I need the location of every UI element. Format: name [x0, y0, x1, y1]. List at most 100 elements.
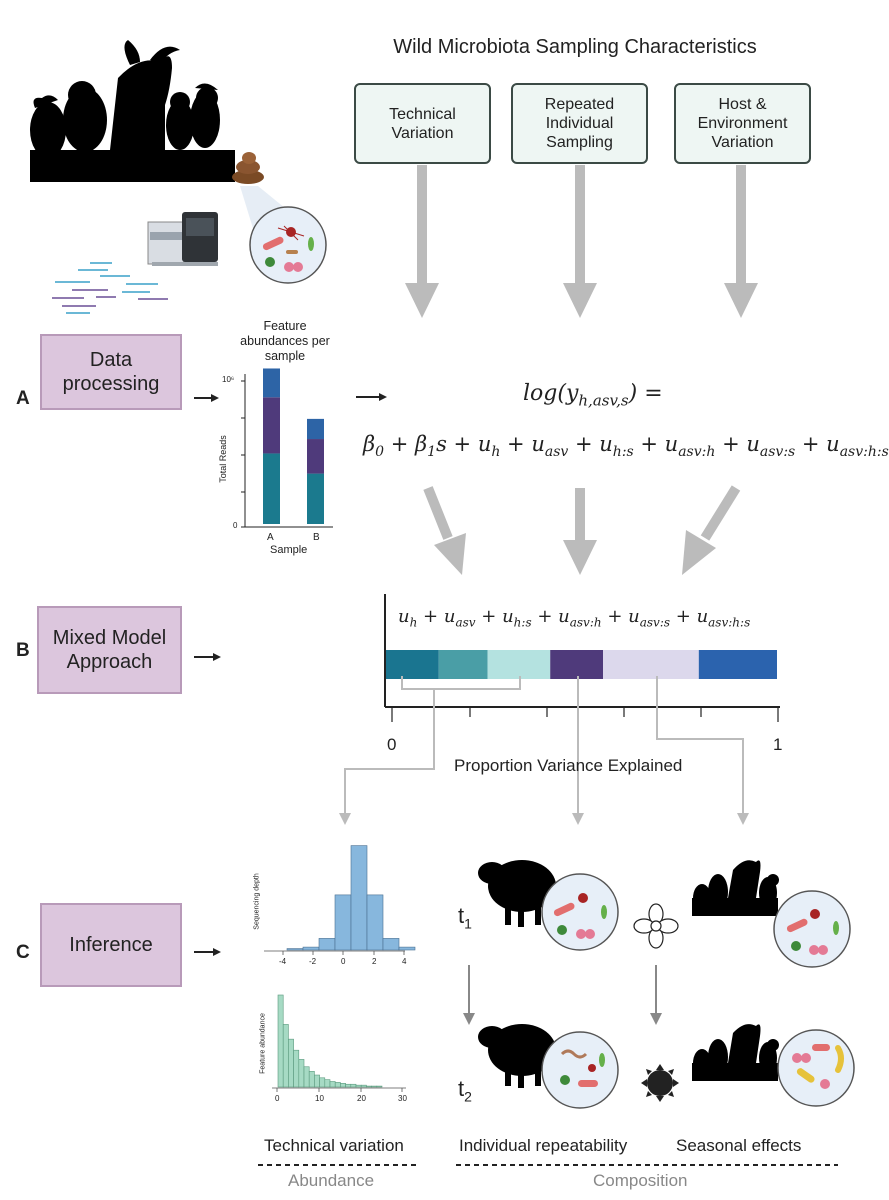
top-hist-bar-3 [334, 894, 352, 951]
equation-term-3: + uasv:h [531, 606, 602, 630]
bar-chart-xlabel: Sample [270, 544, 308, 556]
sheep-t2-icon [478, 1024, 556, 1088]
bottom-hist-bar-2 [288, 1038, 294, 1088]
bottom-hist-bar-5 [303, 1066, 310, 1088]
bar-chart-axes [241, 374, 333, 528]
goat-herd-icon [30, 40, 235, 182]
variance-axis-label: Proportion Variance Explained [454, 756, 683, 775]
equation-term-6: + uasv:s [715, 432, 796, 461]
bar-chart-title: Feature abundances per sample [240, 319, 330, 363]
bottom-hist-bar-3 [293, 1049, 300, 1088]
bottom-histogram-ylabel: Feature abundance [259, 1013, 267, 1074]
top-hist-bar-6 [382, 938, 400, 951]
top-hist-xtick-2: 0 [341, 957, 346, 966]
variance-connectors [344, 676, 744, 817]
top-hist-bar-1 [302, 946, 320, 951]
characteristic-arrows [405, 165, 758, 318]
variance-axes [384, 594, 780, 708]
variance-axis-start: 0 [387, 735, 397, 754]
top-hist-xtick-1: -2 [309, 957, 317, 966]
equation-term-0: uh [398, 606, 418, 630]
equation-term-2: + uh:s [475, 606, 532, 630]
bottom-hist-bar-13 [345, 1083, 352, 1088]
microbe-circle-summer-icon [773, 890, 851, 968]
bottom-hist-bar-10 [329, 1081, 336, 1088]
equation-term-3: + uasv [500, 432, 569, 461]
figure-title: Wild Microbiota Sampling Characteristics [393, 36, 757, 58]
host-environment-box: Host & Environment Variation [674, 83, 811, 164]
technical-variation-label: Technical variation [264, 1136, 404, 1155]
bottom-hist-bar-8 [319, 1077, 326, 1088]
top-histogram-ylabel: Sequencing depth [253, 873, 261, 930]
equation-term-2: + uh [446, 432, 501, 461]
top-hist-xtick-0: -4 [279, 957, 287, 966]
equation-term-1: + uasv [417, 606, 476, 630]
top-hist-bar-2 [318, 938, 336, 951]
sequence-reads-icon [52, 262, 168, 314]
sheep-t1-icon [478, 860, 556, 927]
variance-segment-1 [438, 650, 488, 679]
bottom-hist-bar-0 [277, 994, 284, 1088]
top-histogram-bars [286, 845, 416, 951]
top-hist-bar-4 [350, 845, 368, 951]
individual-repeatability-label: Individual repeatability [459, 1136, 628, 1155]
bar-a-segment-0 [263, 453, 280, 524]
microbe-circle-t2-icon [541, 1031, 619, 1109]
bar-chart-ylabel: Total Reads [218, 435, 228, 483]
bottom-hist-bar-12 [340, 1083, 346, 1088]
bottom-hist-bar-14 [350, 1083, 357, 1088]
bar-chart-xtick-b: B [313, 532, 320, 543]
sun-icon [641, 1064, 679, 1102]
bar-a-segment-1 [263, 397, 280, 454]
bottom-hist-bar-1 [282, 1024, 289, 1088]
variance-segment-3 [550, 650, 604, 679]
bar-chart-ytick-top: 10⁶ [222, 375, 235, 384]
equation-term-4: + uasv:s [601, 606, 671, 630]
variance-segment-2 [487, 650, 551, 679]
bottom-hist-bar-18 [371, 1085, 378, 1088]
connector-heads [339, 813, 749, 825]
microbe-circle-icon [249, 206, 327, 284]
repeated-sampling-box: Repeated Individual Sampling [511, 83, 648, 164]
top-hist-bar-0 [286, 948, 304, 951]
microbe-circle-t1-icon [541, 873, 619, 951]
variance-segment-4 [603, 650, 699, 679]
top-hist-xtick-3: 2 [372, 957, 377, 966]
equation-rhs: β0 + β1s + uh + uasv + uh:s + uasv:h + u… [363, 432, 889, 460]
step-letter-a: A [16, 388, 30, 409]
top-histogram-axis [264, 950, 405, 955]
composition-label: Composition [593, 1171, 688, 1190]
bottom-hist-bar-7 [314, 1074, 320, 1088]
bottom-hist-bar-15 [355, 1084, 362, 1088]
bottom-hist-xtick-2: 20 [357, 1094, 366, 1103]
time-arrow-individual-head [463, 1013, 475, 1025]
variance-segment-5 [698, 650, 777, 679]
time-label-t1: t1 [458, 903, 472, 932]
top-hist-xtick-4: 4 [402, 957, 407, 966]
herd-winter-icon [692, 1024, 779, 1081]
bottom-hist-bar-16 [360, 1084, 367, 1088]
bar-chart-ytick-zero: 0 [233, 521, 238, 530]
time-arrow-seasonal-head [650, 1013, 662, 1025]
bottom-hist-bar-17 [366, 1085, 372, 1088]
mixed-model-box: Mixed Model Approach [37, 606, 182, 694]
equation-lhs: log(yh,asv,s) = [523, 381, 663, 410]
herd-summer-icon [692, 860, 779, 916]
abundance-label: Abundance [288, 1171, 375, 1190]
equation-term-5: + uasv:h:s [670, 606, 751, 630]
seasonal-effects-label: Seasonal effects [676, 1136, 802, 1155]
feces-icon [232, 152, 264, 184]
equation-term-7: + uasv:h:s [795, 432, 889, 461]
step-letter-c: C [16, 942, 30, 963]
bottom-hist-bar-4 [298, 1059, 305, 1088]
equation-term-4: + uh:s [568, 432, 634, 461]
bar-chart-bars [263, 368, 324, 524]
time-label-t2: t2 [458, 1076, 472, 1105]
microbe-circle-winter-icon [777, 1029, 855, 1107]
bar-chart-xtick-a: A [267, 532, 274, 543]
variance-axis-end: 1 [773, 735, 783, 754]
equation-term-1: + β1s [384, 432, 447, 461]
variance-segment-0 [386, 650, 439, 679]
sequencer-icon [147, 212, 218, 266]
